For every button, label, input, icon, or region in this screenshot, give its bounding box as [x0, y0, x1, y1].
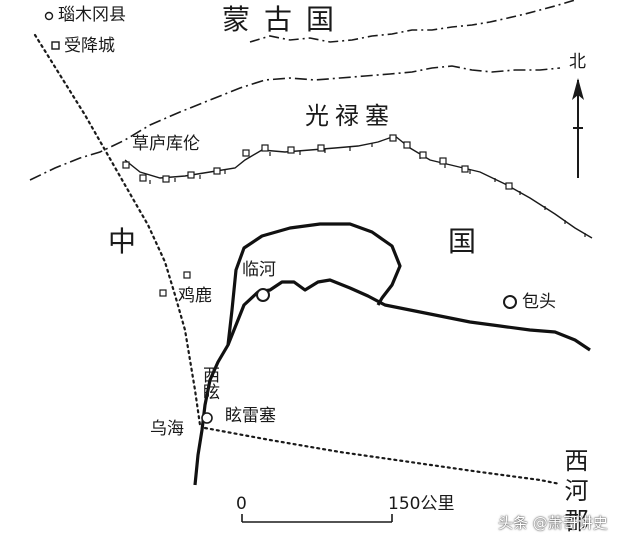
place-jilu: 鸡鹿 — [178, 286, 212, 306]
linhe-circle-marker — [256, 288, 270, 302]
baotou-circle-marker — [503, 295, 517, 309]
scale-bar — [241, 514, 393, 523]
watermark: 头条 @萧哥讲史 — [498, 514, 608, 532]
yellow-river — [193, 278, 591, 486]
place-xuanlei: 眩雷塞 — [225, 406, 276, 426]
scale-end-label: 150公里 — [388, 494, 455, 514]
region-xixuan: 西眩 — [199, 366, 219, 400]
region-china-left: 中 — [108, 225, 151, 258]
compass-north-label: 北 — [569, 52, 586, 72]
place-zimu: 瑙木冈县 — [58, 5, 126, 25]
place-caolu: 草庐库伦 — [132, 134, 200, 154]
place-linhe: 临河 — [242, 260, 276, 280]
mongolia-border-line — [249, 0, 576, 43]
fort-markers — [122, 134, 513, 297]
guanglu-wall-ticks — [149, 143, 586, 237]
region-mongolia: 蒙古国 — [222, 3, 349, 36]
xuanlei-marker — [201, 412, 213, 424]
shouxiang-square-marker — [51, 41, 60, 50]
place-baotou: 包头 — [522, 292, 556, 312]
dotted-route-xihe — [203, 426, 562, 486]
outer-wall-line — [29, 65, 561, 181]
region-guanglu: 光禄塞 — [305, 102, 395, 130]
place-wuhai: 乌海 — [150, 419, 184, 439]
place-shouxiang: 受降城 — [64, 36, 115, 56]
river-loop — [226, 222, 402, 346]
scale-zero-label: 0 — [236, 494, 247, 514]
guanglu-wall-line — [124, 135, 593, 239]
zimu-circle-marker — [44, 11, 54, 21]
dotted-route-north — [33, 33, 202, 427]
region-china-right: 国 — [448, 225, 491, 258]
compass-arrow — [572, 78, 584, 178]
region-xihe: 西河郡 — [560, 448, 588, 538]
